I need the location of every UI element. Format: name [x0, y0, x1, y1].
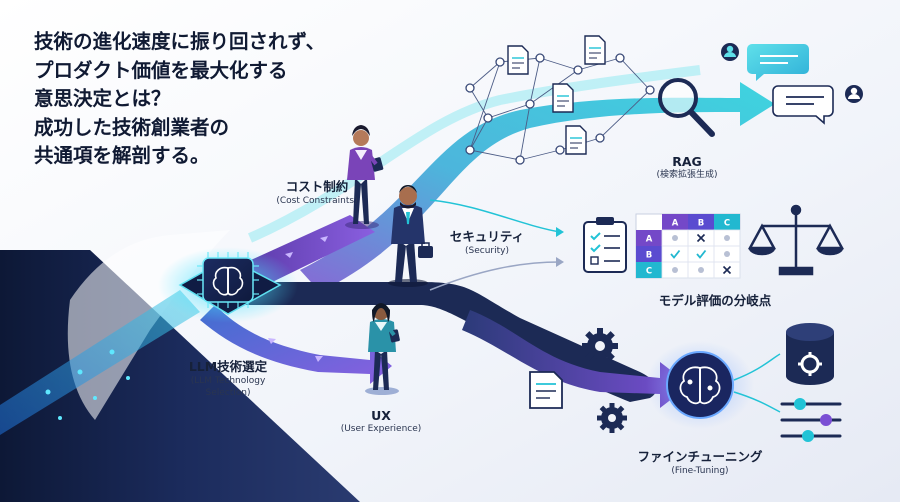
rag-label: RAG [672, 154, 702, 169]
slider-settings-icon [780, 398, 842, 442]
matrix-dot-mark [724, 235, 730, 241]
magnifier-icon [658, 78, 715, 137]
line-to-eval [429, 261, 561, 291]
document-icon [552, 83, 574, 113]
user-avatar-icon [845, 85, 863, 103]
knowledge-network [469, 57, 651, 161]
headline-line-3: 意思決定とは？ [34, 87, 171, 110]
ux-arrows [268, 338, 323, 362]
user-avatar-icon [721, 43, 739, 61]
brain-icon [679, 366, 721, 405]
path-to-ux [200, 305, 392, 384]
matrix-check-mark [670, 249, 681, 259]
document-icon [584, 35, 606, 65]
cost-sublabel: (Cost Constraints) [276, 196, 358, 206]
matrix-column-label: A [672, 219, 679, 229]
llm-sublabel-2: Selection) [205, 388, 251, 398]
ux-label: UX [371, 408, 391, 423]
matrix-row-label: C [646, 267, 652, 277]
eval-label-group: モデル評価の分岐点 [630, 290, 800, 309]
gear-icon [582, 328, 618, 364]
data-document-icon [529, 371, 563, 409]
matrix-row-header [636, 262, 662, 278]
input-beam [0, 290, 200, 435]
path-to-finetuning [462, 310, 690, 408]
rag-label-group: RAG (検索拡張生成) [632, 154, 742, 181]
security-label: セキュリティ [449, 229, 525, 244]
cost-person-figure [345, 125, 384, 229]
finetune-node [646, 341, 754, 429]
matrix-column-label: C [724, 219, 730, 229]
matrix-row-header [636, 246, 662, 262]
input-lights [45, 349, 130, 420]
matrix-dot-mark [724, 251, 730, 257]
line-to-settings [733, 391, 781, 413]
balance-scale-icon [747, 204, 845, 276]
line-to-database [733, 353, 781, 381]
headline-line-4: 成功した技術創業者の [34, 115, 230, 139]
finetune-sublabel: (Fine-Tuning) [671, 466, 729, 476]
matrix-dot-mark [698, 267, 704, 273]
gear-icon [597, 403, 627, 433]
eval-label: モデル評価の分岐点 [658, 293, 772, 308]
security-person-figure [388, 185, 433, 287]
document-icon [565, 125, 587, 155]
chip-pins [197, 252, 259, 308]
cost-arrows [285, 236, 328, 258]
document-icons [507, 35, 606, 155]
path-to-rag [300, 82, 775, 292]
matrix-row-label: B [646, 251, 652, 261]
cost-label-group: コスト制約 (Cost Constraints) [262, 176, 372, 207]
matrix-x-mark [696, 233, 706, 243]
line-security-to-eval [429, 199, 561, 233]
database-settings-icon [786, 323, 834, 385]
network-nodes [465, 53, 655, 165]
headline-line-5: 共通項を解剖する。 [34, 144, 210, 167]
matrix-column-header [662, 214, 688, 230]
rag-glow-stream [247, 65, 701, 243]
cost-label: コスト制約 [285, 179, 349, 194]
matrix-dot-mark [672, 267, 678, 273]
security-sublabel: (Security) [465, 246, 509, 256]
document-icon [507, 45, 529, 75]
headline-line-1: 技術の進化速度に振り回されず、 [34, 30, 326, 53]
finetune-label-group: ファインチューニング (Fine-Tuning) [615, 446, 785, 477]
llm-label-group: LLM技術選定 (LLM Technology Selection) [168, 356, 288, 399]
matrix-row-label: A [646, 235, 653, 245]
brain-chip-icon [212, 266, 244, 296]
ux-person-figure [365, 303, 400, 395]
headline: 技術の進化速度に振り回されず、 プロダクト価値を最大化する 意思決定とは？ 成功… [34, 28, 325, 171]
matrix-check-mark [696, 249, 707, 259]
matrix-cell [713, 261, 741, 279]
clipboard-checklist-icon [583, 217, 627, 273]
matrix-dot-mark [672, 235, 678, 241]
llm-sublabel-1: (LLM Technology [190, 376, 266, 386]
llm-chip [158, 247, 298, 323]
matrix-row-header [636, 230, 662, 246]
headline-line-2: プロダクト価値を最大化する [34, 58, 288, 82]
rag-sublabel: (検索拡張生成) [656, 170, 718, 180]
matrix-column-header [688, 214, 714, 230]
chat-bubbles [721, 43, 863, 125]
ux-label-group: UX (User Experience) [326, 408, 436, 435]
finetune-label: ファインチューニング [637, 449, 763, 464]
matrix-x-mark [722, 265, 732, 275]
arrow-to-eval [556, 257, 564, 267]
security-label-group: セキュリティ (Security) [432, 226, 542, 257]
llm-label: LLM技術選定 [188, 359, 268, 374]
matrix-column-header [714, 214, 740, 230]
arrow-security-to-eval [556, 227, 564, 237]
matrix-column-label: B [698, 219, 704, 229]
ux-sublabel: (User Experience) [340, 424, 422, 434]
